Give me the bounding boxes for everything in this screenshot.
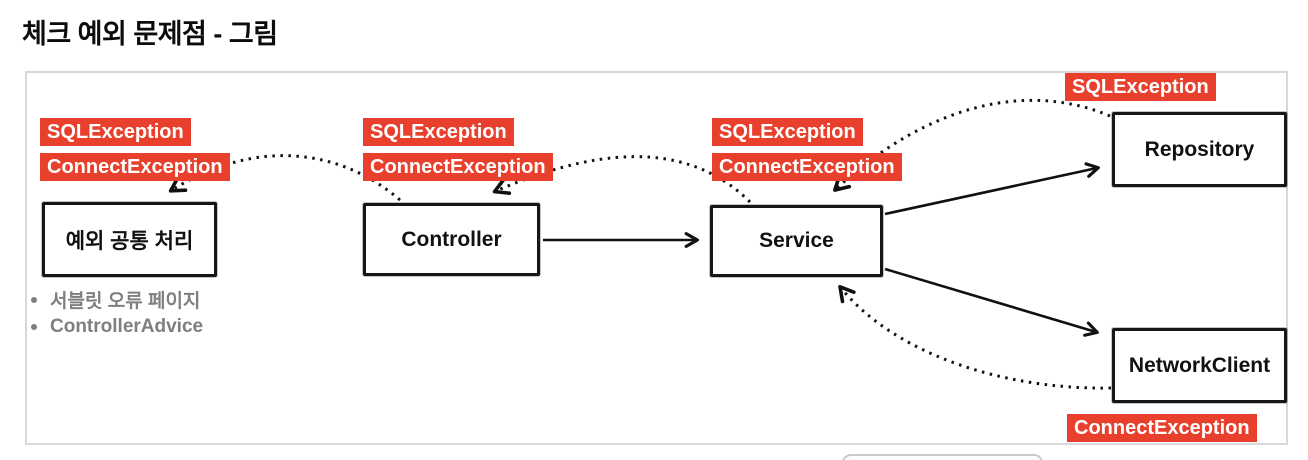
bullet-icon: [31, 296, 37, 303]
note-controller-advice: ControllerAdvice: [28, 313, 203, 340]
handler-connectexception-badge: ConnectException: [40, 153, 230, 181]
handler-sqlexception-badge: SQLException: [40, 118, 191, 146]
controller-connectexception-badge: ConnectException: [363, 153, 553, 181]
service-connectexception-badge: ConnectException: [712, 153, 902, 181]
networkclient-box-label: NetworkClient: [1128, 353, 1271, 377]
networkclient-connectexception-badge: ConnectException: [1067, 414, 1257, 442]
note-text: ControllerAdvice: [50, 315, 204, 337]
page-title: 체크 예외 문제점 - 그림: [22, 19, 278, 49]
repository-box-label: Repository: [1144, 137, 1255, 161]
service-box: Service: [710, 205, 883, 277]
handler-box: 예외 공통 처리: [42, 202, 217, 277]
controller-sqlexception-badge: SQLException: [363, 118, 514, 146]
repository-box: Repository: [1112, 112, 1287, 187]
notes-list: 서블릿 오류 페이지 ControllerAdvice: [28, 286, 203, 340]
controller-box-label: Controller: [401, 227, 502, 251]
networkclient-box: NetworkClient: [1112, 328, 1287, 403]
service-sqlexception-badge: SQLException: [712, 118, 863, 146]
handler-box-label: 예외 공통 처리: [65, 229, 194, 253]
controller-box: Controller: [363, 203, 540, 276]
bullet-icon: [31, 323, 37, 330]
repository-sqlexception-badge: SQLException: [1065, 73, 1216, 101]
service-box-label: Service: [759, 229, 834, 252]
note-servlet-error-page: 서블릿 오류 페이지: [28, 286, 203, 313]
note-text: 서블릿 오류 페이지: [50, 291, 201, 312]
cropped-bottom-element: [842, 454, 1043, 460]
